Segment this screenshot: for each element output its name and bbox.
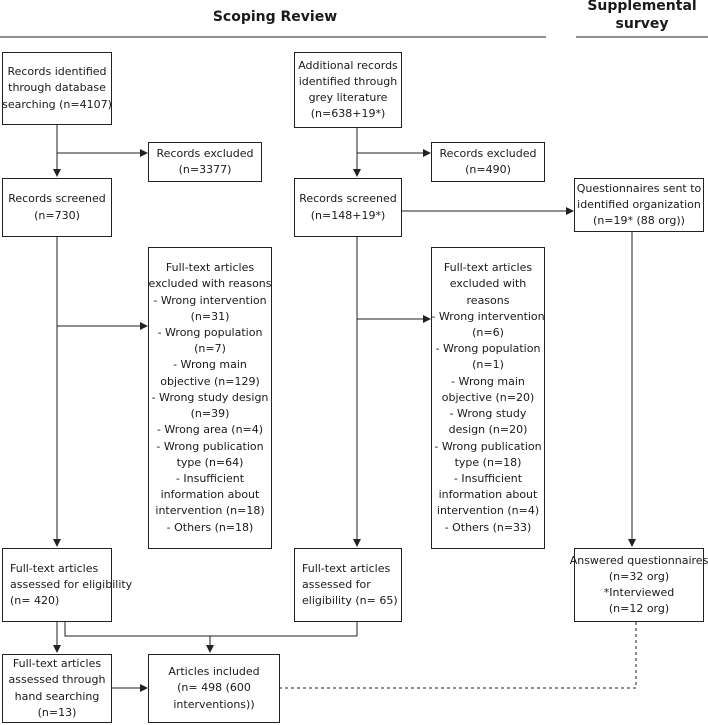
col1-reason-line: - Others (n=18) [166,520,254,534]
col1-reason-line: - Wrong area (n=4) [156,423,264,437]
col1-hand-line: assessed through [8,673,106,687]
col2-screened-line: (n=148+19*) [310,208,386,222]
col2-excluded-line: Records excluded [439,146,537,160]
col1-eligibility-box: Full-text articles assessed for eligibil… [2,548,133,622]
col2-reason-line: excluded with [449,277,527,291]
col2-fulltext-excluded-box: Full-text articles excluded with reasons… [431,247,545,549]
col1-identified-line: Records identified [7,65,107,79]
col2-reason-line: - Insufficient [453,471,523,485]
col1-reason-line: objective (n=129) [160,374,260,388]
included-line: Articles included [168,665,260,679]
col2-reason-line: (n=1) [472,358,504,372]
col2-identified-box: Additional records identified through gr… [294,52,402,128]
header-scoping-review: Scoping Review [212,9,338,25]
col3-answered-box: Answered questionnaires (n=32 org) *Inte… [570,548,708,622]
col1-reason-line: intervention (n=18) [155,504,265,518]
col1-reason-line: - Wrong publication [156,439,264,453]
header-supplemental-line-2: survey [615,16,669,32]
col1-reason-line: excluded with reasons [148,277,272,291]
col2-reason-line: design (n=20) [448,423,528,437]
col1-excluded-box: Records excluded (n=3377) [148,142,262,182]
header-supplemental-survey: Supplemental survey [578,0,706,33]
col2-eligibility-line: assessed for [302,577,371,591]
col2-reason-line: objective (n=20) [441,390,535,404]
col2-reason-line: type (n=18) [454,455,522,469]
col3-answered-line: (n=32 org) [608,569,670,583]
col1-eligibility-line: (n= 420) [10,594,60,608]
col1-hand-line: (n=13) [37,705,77,719]
included-line: (n= 498 (600 [177,681,251,695]
col2-eligibility-line: eligibility (n= 65) [302,594,398,608]
arrow-col1-eligibility-to-included [64,622,210,637]
col1-excluded-line: (n=3377) [178,163,232,176]
col2-identified-line: grey literature [308,91,388,104]
col2-reason-line: Full-text articles [443,261,533,275]
col2-identified-line: identified through [298,74,398,88]
col1-identified-line: searching (n=4107) [2,97,112,111]
col1-hand-line: Full-text articles [12,657,102,671]
col2-reason-line: - Wrong main [451,374,525,388]
header-supplemental-line-1: Supplemental [587,0,697,14]
col1-screened-line: Records screened [8,192,106,206]
col1-reason-line: type (n=64) [176,455,244,469]
col1-fulltext-excluded-box: Full-text articles excluded with reasons… [148,247,272,549]
col3-questionnaires-line: (n=19* (88 org)) [593,214,685,228]
col3-answered-line: (n=12 org) [608,602,670,616]
col3-questionnaires-line: identified organization [577,197,701,211]
col2-eligibility-box: Full-text articles assessed for eligibil… [294,548,402,622]
col1-hand-searching-box: Full-text articles assessed through hand… [2,654,112,723]
col1-reason-line: (n=39) [190,407,230,421]
col1-reason-line: Full-text articles [165,261,255,275]
articles-included-box: Articles included (n= 498 (600 intervent… [148,654,280,723]
col1-reason-line: - Wrong intervention [153,293,267,307]
col2-reason-line: - Wrong publication [434,439,542,453]
col2-reason-line: (n=6) [472,326,504,340]
included-line: interventions)) [173,697,255,711]
col2-screened-box: Records screened (n=148+19*) [294,178,402,237]
col2-reason-line: - Others (n=33) [444,520,532,534]
col1-screened-line: (n=730) [34,208,80,222]
col1-identified-line: through database [8,81,106,95]
col2-reason-line: - Wrong population [435,342,541,356]
arrow-col3-answered-to-included [280,622,637,689]
col1-eligibility-line: assessed for eligibility [10,577,133,591]
col1-reason-line: - Insufficient [175,471,245,485]
col1-excluded-line: Records excluded [156,146,254,160]
col1-screened-box: Records screened (n=730) [2,178,112,237]
col1-reason-line: (n=7) [194,342,226,356]
col1-reason-line: - Wrong population [157,326,263,340]
col2-excluded-line: (n=490) [465,163,511,176]
col2-identified-line: (n=638+19*) [310,107,386,121]
col3-answered-line: Answered questionnaires [569,553,708,567]
col2-reason-line: - Wrong study [449,407,527,421]
col1-reason-line: (n=31) [190,309,230,323]
col1-reason-line: - Wrong study design [151,390,269,404]
col1-identified-box: Records identified through database sear… [2,52,112,125]
col2-identified-line: Additional records [298,58,398,72]
col3-answered-line: *Interviewed [603,586,675,599]
col1-reason-line: information about [160,488,260,502]
col2-reason-line: intervention (n=4) [436,504,540,518]
col3-questionnaires-line: Questionnaires sent to [576,181,702,195]
col2-reason-line: reasons [466,293,510,307]
col2-reason-line: information about [438,488,538,502]
col1-hand-line: hand searching [14,689,100,703]
col2-screened-line: Records screened [299,192,397,206]
col2-excluded-box: Records excluded (n=490) [431,142,545,182]
col1-reason-line: - Wrong main [173,358,247,372]
col2-eligibility-line: Full-text articles [302,561,391,575]
col1-eligibility-line: Full-text articles [10,561,99,575]
col2-reason-line: - Wrong intervention [431,309,545,323]
col3-questionnaires-box: Questionnaires sent to identified organi… [574,178,704,232]
